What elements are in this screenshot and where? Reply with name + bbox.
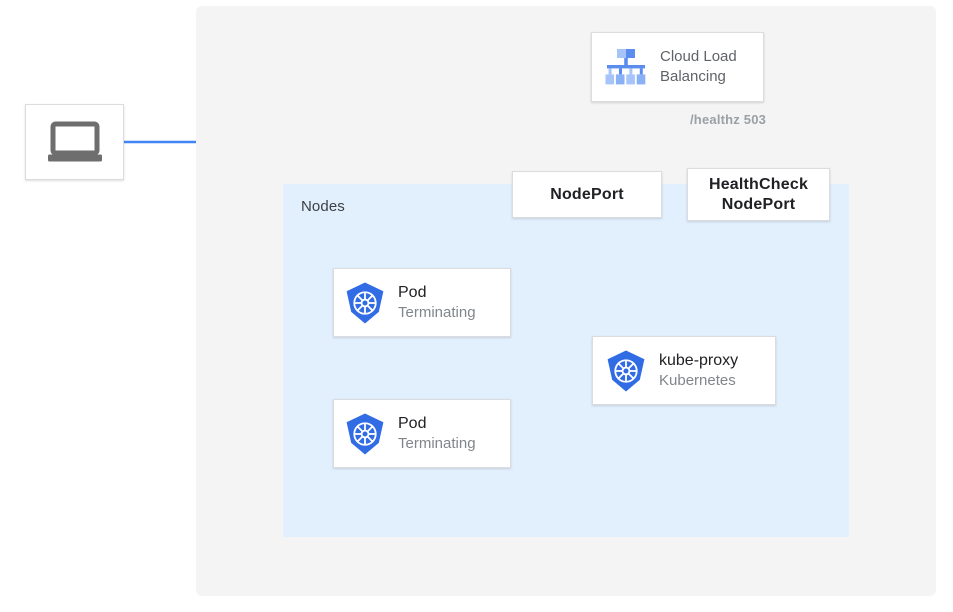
- cloud-load-balancing-icon: [605, 49, 646, 85]
- kube-proxy-subtitle: Kubernetes: [659, 371, 736, 389]
- nodeport-label: NodePort: [550, 185, 624, 203]
- healthz-status-label: /healthz 503: [690, 112, 767, 127]
- client-laptop-card: [25, 104, 124, 180]
- healthcheck-nodeport-label: HealthCheck NodePort: [709, 175, 808, 215]
- pod-1-text: Pod Terminating: [398, 283, 476, 323]
- laptop-icon: [47, 121, 102, 162]
- nodeport-card: NodePort: [512, 171, 662, 218]
- kube-proxy-title: kube-proxy: [659, 351, 739, 369]
- healthcheck-nodeport-card: HealthCheck NodePort: [687, 168, 830, 221]
- pod-1-status: Terminating: [398, 303, 476, 321]
- pod-2-status: Terminating: [398, 434, 476, 452]
- kube-proxy-card: kube-proxy Kubernetes: [592, 336, 776, 405]
- kubernetes-icon: [346, 281, 384, 324]
- pod-card-1: Pod Terminating: [333, 268, 511, 337]
- healthcheck-nodeport-label-line2: NodePort: [721, 195, 796, 213]
- pod-2-title: Pod: [398, 414, 427, 432]
- pod-1-title: Pod: [398, 283, 427, 301]
- pod-2-text: Pod Terminating: [398, 414, 476, 454]
- kubernetes-icon: [346, 412, 384, 455]
- cloud-load-balancing-label: Cloud Load Balancing: [660, 47, 737, 87]
- cloud-load-balancing-card: Cloud Load Balancing: [591, 32, 764, 102]
- cloud-load-balancing-label-line1: Cloud Load: [660, 48, 737, 65]
- healthcheck-nodeport-label-line1: HealthCheck: [708, 175, 809, 193]
- kube-proxy-text: kube-proxy Kubernetes: [659, 351, 738, 391]
- pod-card-2: Pod Terminating: [333, 399, 511, 468]
- nodes-group-label: Nodes: [301, 198, 345, 215]
- cloud-load-balancing-label-line2: Balancing: [660, 68, 726, 85]
- kubernetes-icon: [607, 349, 645, 392]
